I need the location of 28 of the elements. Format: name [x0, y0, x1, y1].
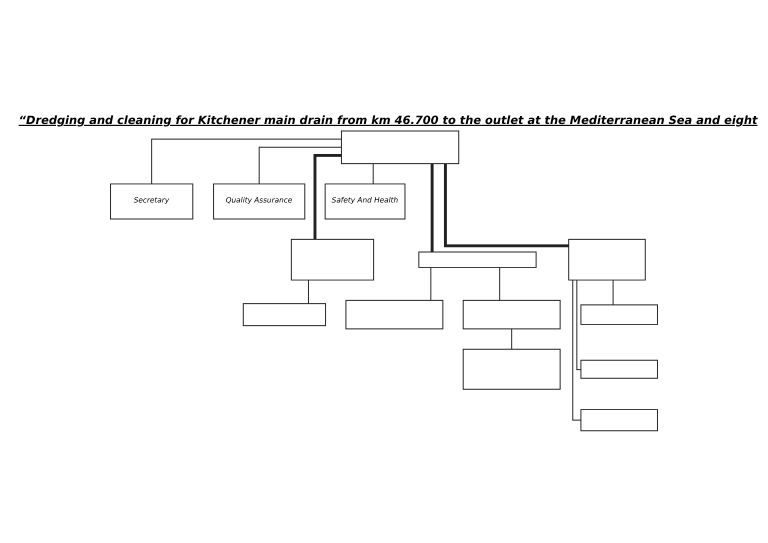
connector — [308, 280, 309, 304]
connector — [572, 280, 582, 421]
connector — [430, 267, 432, 301]
connector — [430, 164, 434, 252]
connector — [258, 146, 342, 184]
node-box — [580, 409, 658, 432]
node-box — [345, 300, 444, 330]
connector — [314, 154, 342, 240]
connector — [576, 280, 582, 370]
connector — [372, 163, 374, 184]
node-box — [290, 238, 374, 281]
node-box — [242, 303, 326, 326]
node-box — [340, 130, 460, 164]
node-box: Safety And Health — [324, 183, 406, 220]
node-box — [580, 360, 658, 379]
connector — [151, 138, 342, 184]
node-box: Quality Assurance — [213, 183, 306, 220]
node-box: Secretary — [110, 183, 194, 220]
diagram-title: “Dredging and cleaning for Kitchener main drain from km 46.700 to the outlet at the Mediterranean Sea and eight — [18, 112, 758, 127]
connector — [511, 328, 512, 350]
connector — [444, 164, 569, 248]
node-box — [462, 300, 561, 330]
connector — [612, 280, 614, 306]
node-box — [568, 238, 646, 281]
node-box — [418, 251, 537, 268]
connector — [499, 267, 500, 301]
node-box — [462, 348, 561, 390]
node-box — [580, 304, 658, 325]
